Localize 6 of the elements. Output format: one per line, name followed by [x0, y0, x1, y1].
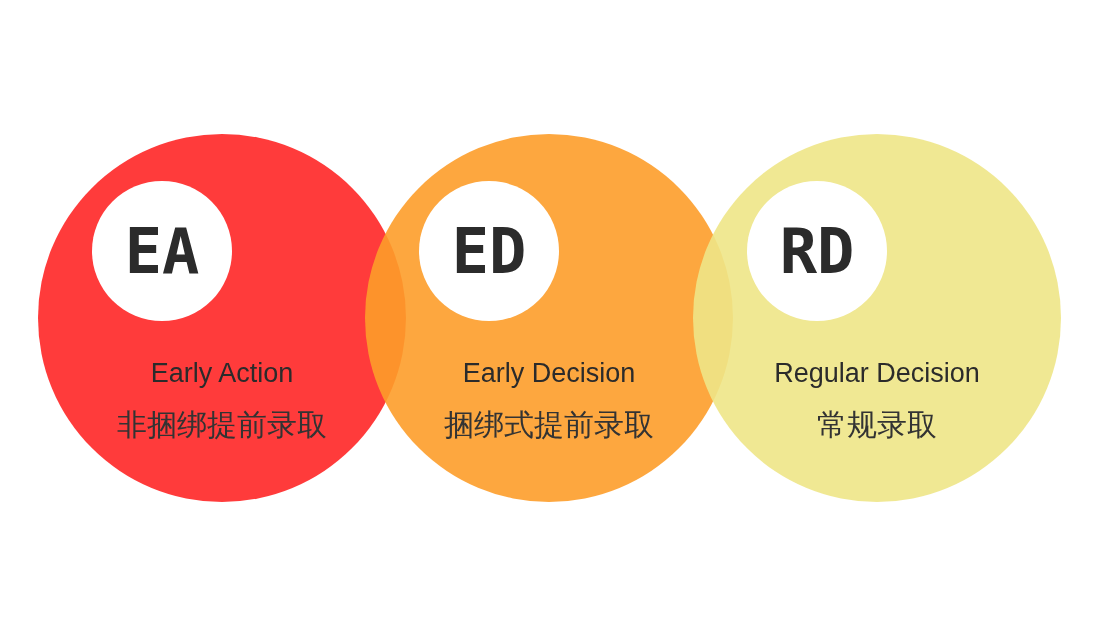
chinese-term: 捆绑式提前录取	[443, 406, 655, 444]
english-term: Early Decision	[461, 357, 637, 390]
chinese-term: 非捆绑提前录取	[116, 406, 328, 444]
chinese-term: 常规录取	[816, 406, 938, 444]
english-term: Regular Decision	[773, 357, 981, 390]
english-term: Early Action	[149, 357, 295, 390]
